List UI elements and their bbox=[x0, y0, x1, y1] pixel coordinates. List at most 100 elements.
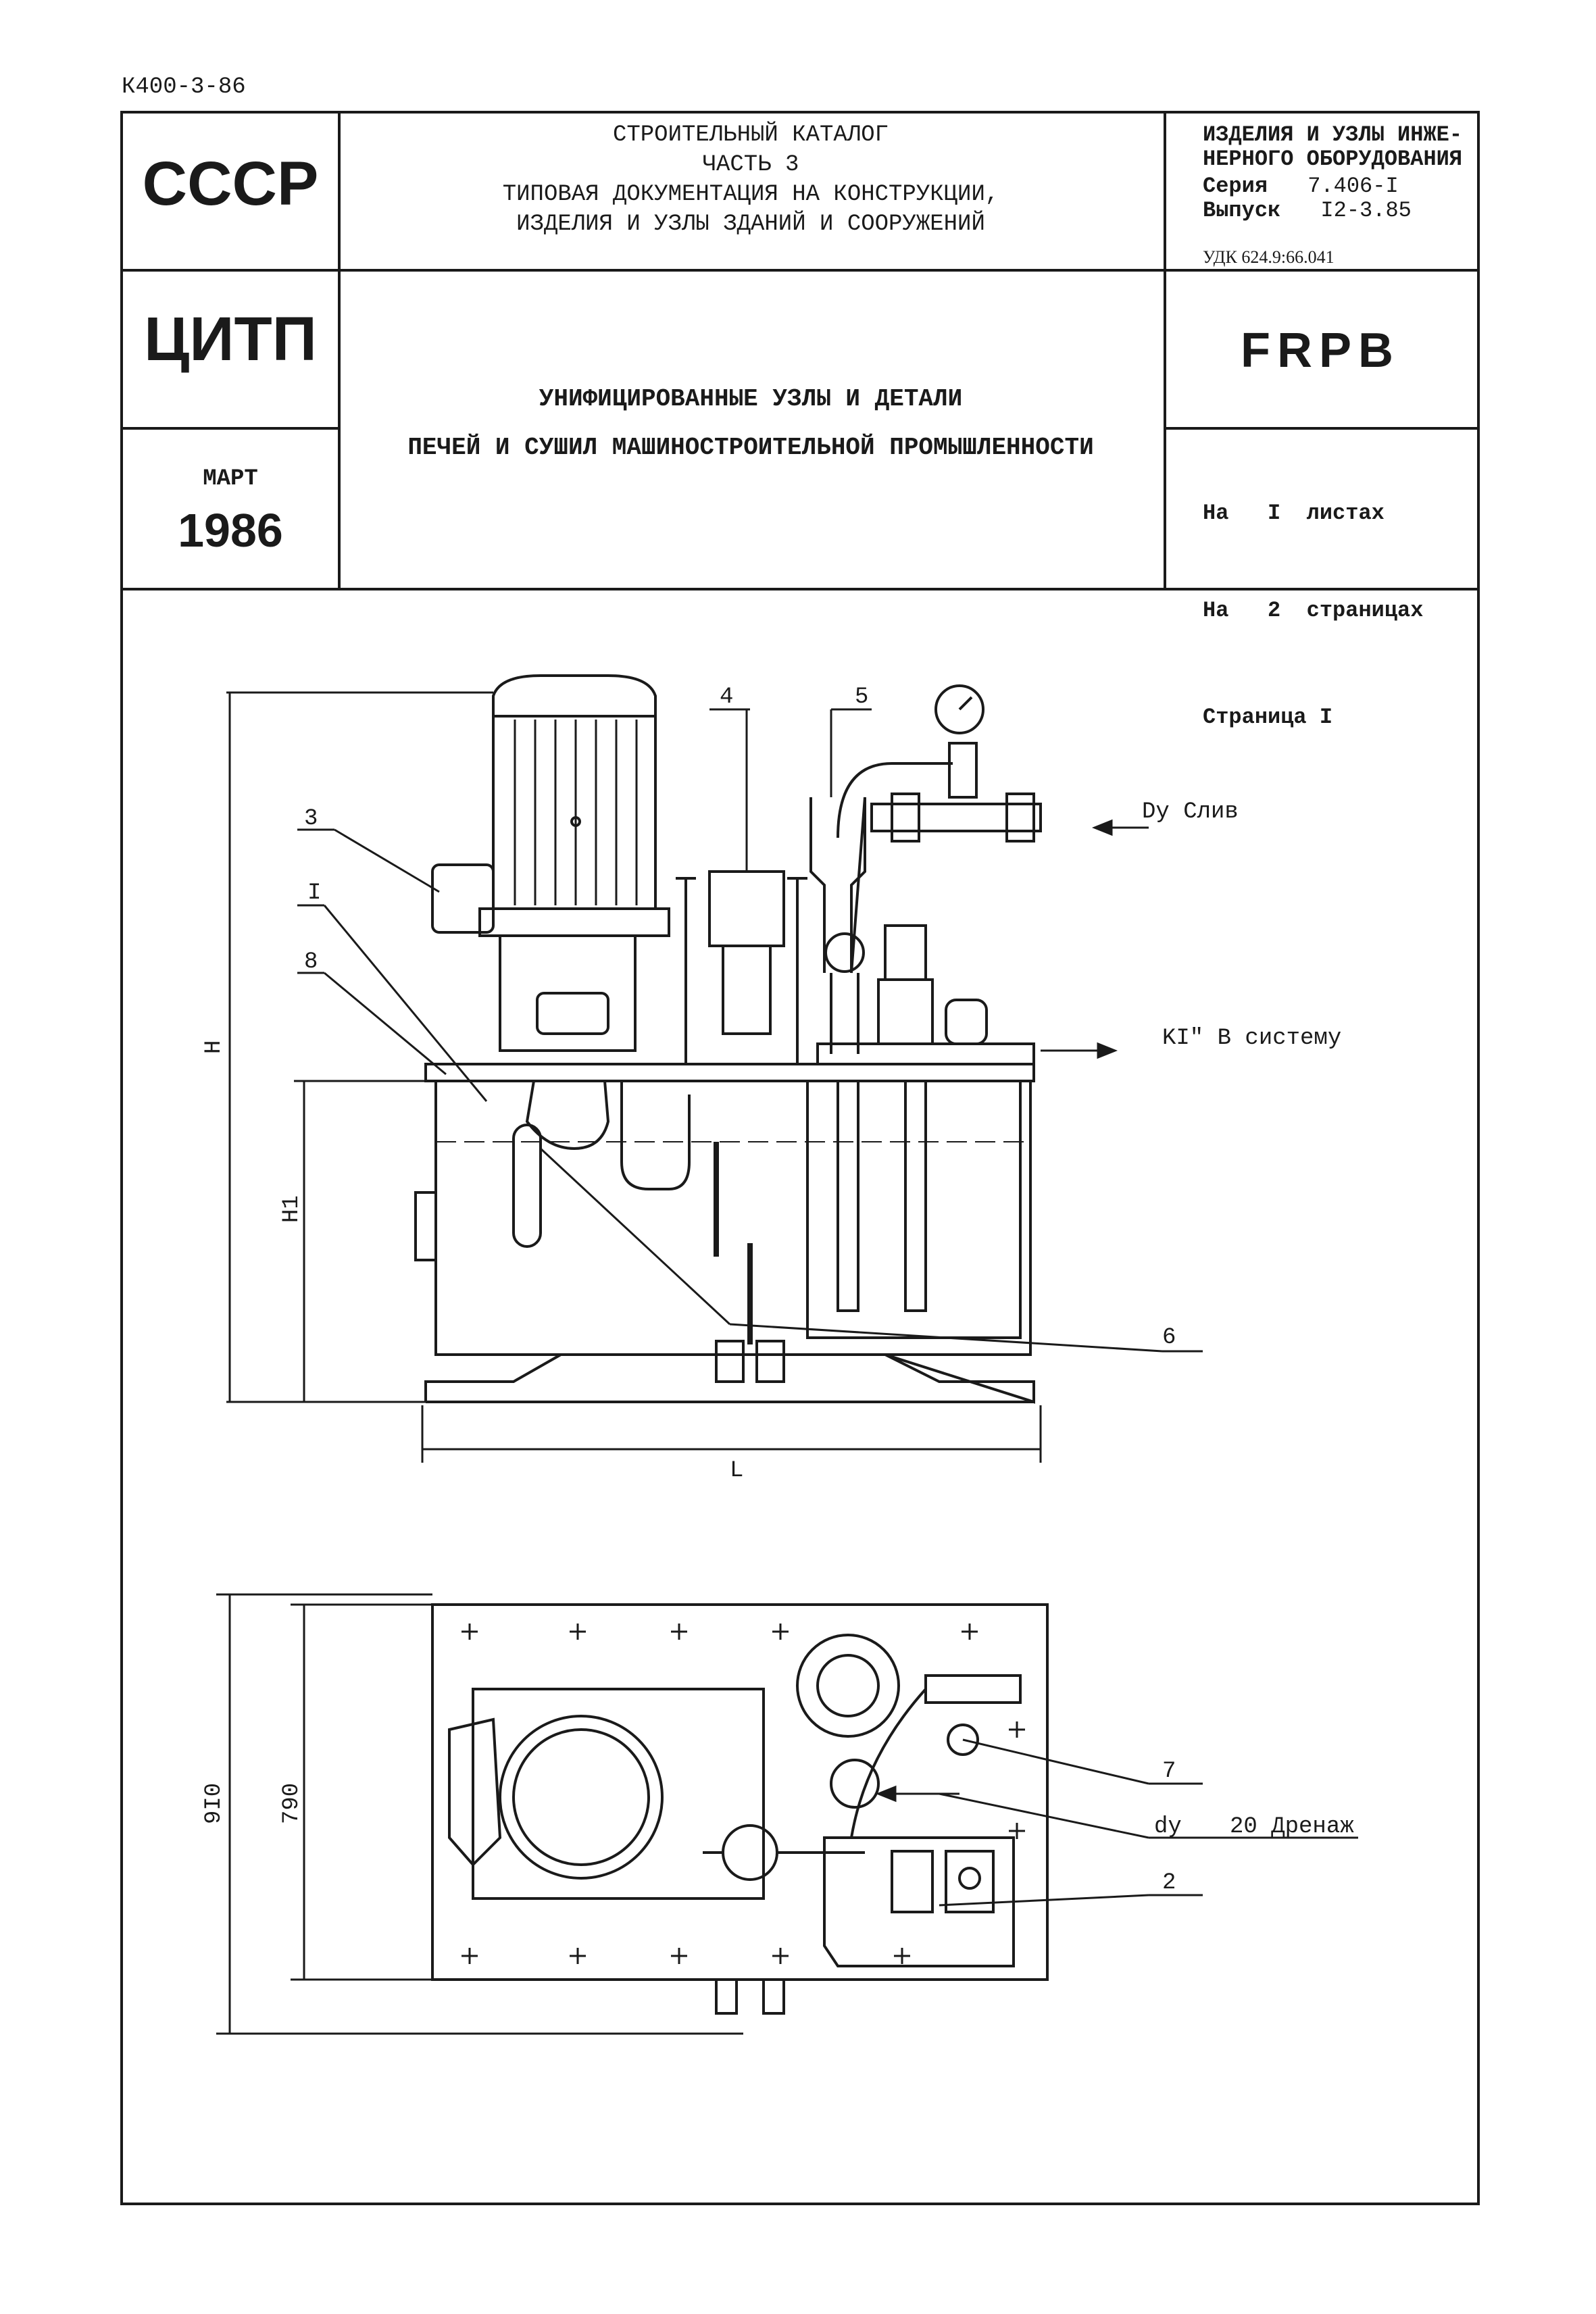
drain-tap-plan-1 bbox=[715, 1978, 738, 2015]
title-line: ПЕЧЕЙ И СУШИЛ МАШИНОСТРОИТЕЛЬНОЙ ПРОМЫШЛ… bbox=[407, 434, 1094, 461]
catalog-line: ТИПОВАЯ ДОКУМЕНТАЦИЯ НА КОНСТРУКЦИИ, bbox=[502, 182, 999, 207]
valve-unit-plan-1 bbox=[891, 1850, 934, 1913]
issue-month: МАРТ bbox=[203, 466, 258, 492]
tank-baffle bbox=[806, 1080, 1022, 1339]
section-line: НЕРНОГО ОБОРУДОВАНИЯ bbox=[1203, 147, 1463, 172]
label-dy-drain: Dy Слив bbox=[1142, 799, 1239, 825]
valve-top bbox=[884, 924, 927, 981]
oil-tank bbox=[434, 1080, 1032, 1356]
sheets-line: На I листах bbox=[1203, 501, 1385, 526]
callout-7: 7 bbox=[1162, 1759, 1176, 1784]
header-row-line-2-left bbox=[123, 427, 341, 430]
front-view bbox=[414, 674, 1042, 1404]
issue-row: Выпуск I2-3.85 bbox=[1203, 199, 1473, 223]
catalog-line: ИЗДЕЛИЯ И УЗЛЫ ЗДАНИЙ И СООРУЖЕНИЙ bbox=[516, 211, 985, 237]
pipe-into-tank-2 bbox=[904, 1080, 927, 1312]
bolt-markers bbox=[462, 1624, 1025, 1964]
org-ussr: СССР bbox=[142, 149, 319, 218]
dim-L: L bbox=[730, 1458, 743, 1484]
front-dimensions bbox=[226, 691, 1042, 1463]
plan-outline bbox=[431, 1603, 1049, 1981]
document-code: К400-3-86 bbox=[122, 74, 246, 100]
outlet-nut-2 bbox=[1005, 793, 1035, 842]
dim-910: 9I0 bbox=[201, 1783, 227, 1824]
valve-body bbox=[877, 978, 934, 1045]
pressure-gauge-mid bbox=[824, 932, 865, 973]
callout-4: 4 bbox=[720, 684, 733, 710]
drain-port-plan bbox=[947, 1724, 979, 1756]
valve-plan bbox=[722, 1824, 778, 1881]
label-dy: dy bbox=[1154, 1814, 1182, 1840]
valve-unit-plan-2 bbox=[945, 1850, 995, 1913]
filter-body bbox=[722, 945, 772, 1035]
header-row-line-1 bbox=[123, 269, 1477, 272]
gauge-plan bbox=[830, 1759, 880, 1809]
flow-arrows bbox=[875, 819, 1149, 1803]
header-divider-right bbox=[1164, 114, 1166, 590]
valve-port-plan bbox=[958, 1867, 981, 1890]
issue-year: 1986 bbox=[178, 504, 283, 557]
motor-center bbox=[570, 816, 581, 827]
pressure-pipe bbox=[809, 797, 866, 974]
bent-pipe bbox=[837, 762, 953, 838]
pipe-into-tank-1 bbox=[837, 1080, 859, 1312]
callout-5: 5 bbox=[855, 684, 868, 710]
pump-body bbox=[525, 1080, 610, 1151]
plan-view bbox=[431, 1603, 1049, 2015]
callout-6: 6 bbox=[1162, 1325, 1176, 1351]
section-line: ИЗДЕЛИЯ И УЗЛЫ ИНЖЕ- bbox=[1203, 122, 1463, 147]
motor-terminal-box bbox=[431, 863, 495, 934]
header-divider-left bbox=[338, 114, 341, 590]
drawing-frame bbox=[120, 111, 1480, 2205]
series-label: Серия bbox=[1203, 174, 1268, 199]
catalog-block: СТРОИТЕЛЬНЫЙ КАТАЛОГ ЧАСТЬ 3 ТИПОВАЯ ДОК… bbox=[341, 120, 1161, 239]
gauge-stem bbox=[830, 973, 859, 1054]
valve-knob bbox=[945, 999, 988, 1045]
hose-plan bbox=[850, 1688, 927, 1838]
coupling bbox=[536, 992, 609, 1035]
plan-callouts bbox=[939, 1738, 1358, 1907]
title-line: УНИФИЦИРОВАННЫЕ УЗЛЫ И ДЕТАЛИ bbox=[539, 385, 963, 413]
page-line: Страница I bbox=[1203, 705, 1333, 730]
valve-plate bbox=[816, 1042, 1035, 1065]
issue-value: I2-3.85 bbox=[1320, 198, 1412, 223]
document-code-frpb: FRPB bbox=[1241, 324, 1400, 378]
motor-body bbox=[492, 715, 657, 910]
udk-code: УДК 624.9:66.041 bbox=[1203, 247, 1335, 267]
series-row: Серия 7.406-I bbox=[1203, 174, 1473, 199]
tank-cover bbox=[424, 1063, 1035, 1082]
return-pipe bbox=[620, 1081, 691, 1190]
pages-line: На 2 страницах bbox=[1203, 598, 1424, 623]
motor-top-outer bbox=[499, 1715, 664, 1880]
catalog-line: СТРОИТЕЛЬНЫЙ КАТАЛОГ bbox=[612, 122, 889, 148]
outlet-pipe bbox=[870, 803, 1042, 832]
callout-3: 3 bbox=[304, 806, 318, 832]
dim-H1: H1 bbox=[279, 1195, 305, 1223]
label-to-system: KI" В систему bbox=[1162, 1026, 1341, 1051]
motor-top-inner bbox=[512, 1728, 650, 1866]
pressure-gauge-top bbox=[934, 684, 984, 734]
issue-label: Выпуск bbox=[1203, 198, 1281, 223]
motor-mount-plate bbox=[472, 1688, 765, 1900]
callout-8: 8 bbox=[304, 949, 318, 975]
outlet-pipe-plan bbox=[924, 1674, 1022, 1704]
filter-flange-inner bbox=[816, 1654, 880, 1717]
gauge-valve bbox=[948, 742, 978, 799]
outlet-nut-1 bbox=[891, 793, 920, 842]
section-block: ИЗДЕЛИЯ И УЗЛЫ ИНЖЕ- НЕРНОГО ОБОРУДОВАНИ… bbox=[1203, 123, 1473, 223]
motor-cap bbox=[492, 674, 657, 718]
callout-leaders bbox=[297, 708, 1203, 1353]
org-citp: ЦИТП bbox=[144, 305, 317, 374]
dim-790: 790 bbox=[279, 1783, 305, 1824]
sheet-info: На I листах На 2 страницах Страница I bbox=[1203, 432, 1473, 766]
tank-inspection-port bbox=[414, 1191, 437, 1261]
document-title: УНИФИЦИРОВАННЫЕ УЗЛЫ И ДЕТАЛИ ПЕЧЕЙ И СУ… bbox=[341, 375, 1161, 472]
header-bottom-line bbox=[123, 588, 1477, 590]
drain-tap-2 bbox=[755, 1340, 785, 1383]
valve-block-plan bbox=[823, 1836, 1015, 1967]
header-row-line-2-right bbox=[1164, 427, 1477, 430]
tank-base bbox=[424, 1353, 1035, 1404]
filter-head bbox=[708, 870, 785, 947]
drain-tap-1 bbox=[715, 1340, 745, 1383]
